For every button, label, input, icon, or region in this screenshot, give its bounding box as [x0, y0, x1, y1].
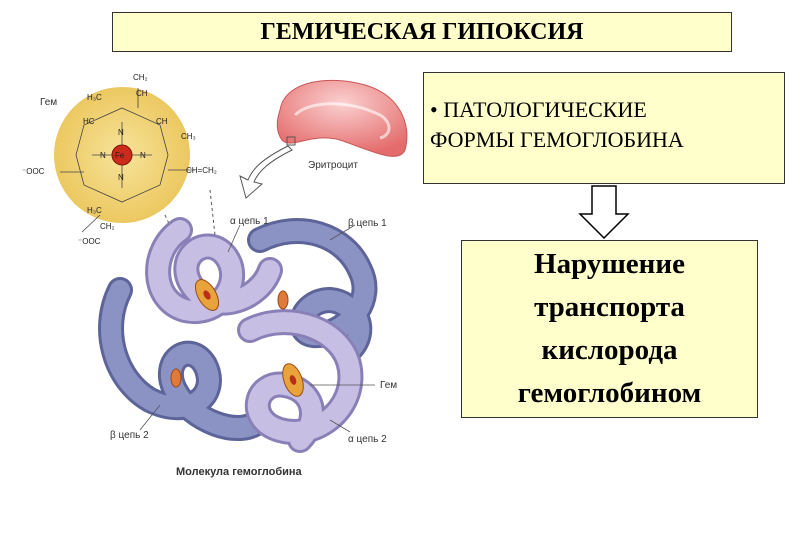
heme-group-icon — [170, 279, 304, 397]
chem-n-right: N — [140, 151, 146, 160]
chem-ooc-left: ⁻OOC — [22, 167, 45, 176]
hemoglobin-diagram: Fe CH₂ CH H₃C N N N N CH₃ CH=CH₂ ⁻OOC ⁻O… — [22, 73, 408, 478]
chem-h3c-1: H₃C — [87, 93, 102, 102]
fe-label: Fe — [115, 151, 125, 160]
beta-chain-1-label: β цепь 1 — [348, 218, 387, 229]
chem-ch-eq-ch2: CH=CH₂ — [186, 166, 217, 175]
pathology-text-2: ФОРМЫ ГЕМОГЛОБИНА — [430, 127, 684, 152]
chem-n-bottom: N — [118, 173, 124, 182]
beta-chain-2-label: β цепь 2 — [110, 430, 149, 441]
beta-chain-2 — [98, 277, 273, 442]
molecule-caption: Молекула гемоглобина — [176, 466, 303, 478]
alpha-chain-1-label: α цепь 1 — [230, 216, 269, 227]
chem-ch2-b: CH₂ — [100, 222, 115, 231]
chem-ch-top: CH — [136, 89, 148, 98]
chem-n-top: N — [118, 128, 124, 137]
erythrocyte-label: Эритроцит — [308, 160, 358, 171]
result-box: Нарушение транспорта кислорода гемоглоби… — [461, 240, 758, 418]
heme-label: Гем — [40, 97, 57, 108]
result-line-2: транспорта — [534, 291, 685, 323]
chem-h3c-bottom: H₃C — [87, 206, 102, 215]
chem-ch3-r: CH₃ — [181, 132, 196, 141]
down-arrow-icon — [578, 185, 630, 240]
dashed-pointer — [209, 189, 216, 236]
slide-title: ГЕМИЧЕСКАЯ ГИПОКСИЯ — [112, 12, 732, 52]
zoom-arrow-icon — [239, 145, 293, 199]
chem-ooc-bottom: ⁻OOC — [78, 237, 101, 246]
heme-label-2: Гем — [380, 380, 397, 391]
result-line-4: гемоглобином — [517, 377, 702, 409]
erythrocyte-icon — [276, 79, 408, 157]
chem-hc: HC — [83, 117, 95, 126]
alpha-chain-2-label: α цепь 2 — [348, 434, 387, 445]
porphyrin-ring — [60, 88, 195, 233]
chem-n-left: N — [100, 151, 106, 160]
chem-ch-r: CH — [156, 117, 168, 126]
pathology-box: • ПАТОЛОГИЧЕСКИЕ ФОРМЫ ГЕМОГЛОБИНА — [423, 72, 785, 184]
bullet: • — [430, 97, 438, 122]
pathology-text-1: ПАТОЛОГИЧЕСКИЕ — [443, 97, 647, 122]
pathology-line-1: • ПАТОЛОГИЧЕСКИЕ — [430, 95, 784, 125]
label-pointers — [139, 224, 375, 433]
chem-ch2-top: CH₂ — [133, 73, 148, 82]
result-line-3: кислорода — [541, 334, 678, 366]
result-line-1: Нарушение — [534, 248, 685, 280]
